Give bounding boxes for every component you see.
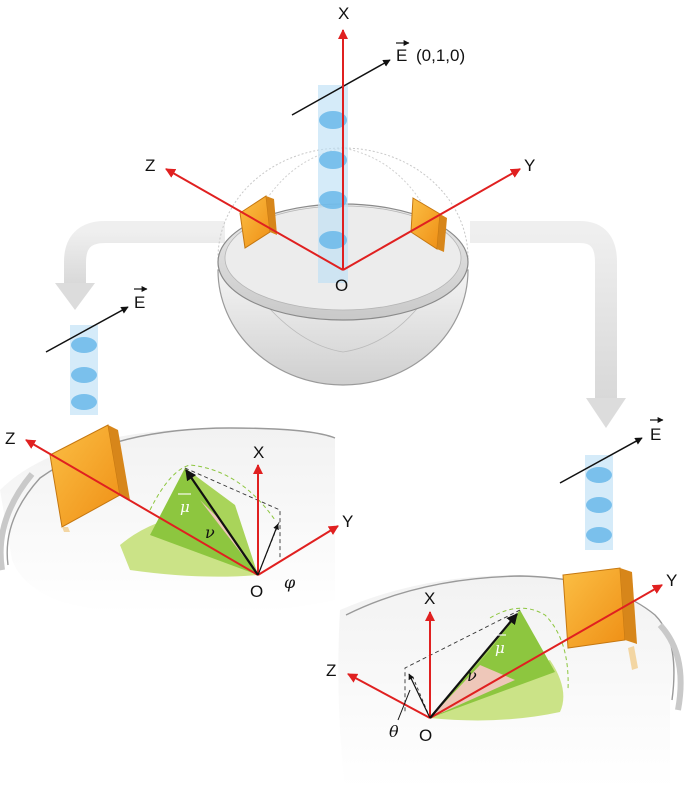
axis-z-right [347,673,431,719]
mu-symbol-left: μ [180,498,190,516]
origin-label-left: O [250,582,263,601]
theta-leader [397,689,411,721]
right-panel: E X Z Y O μ [326,417,684,788]
field-vector-top [291,59,391,116]
axis-x-label-top: X [338,4,349,23]
nu-label-left: ν [205,523,215,542]
plate-edge-left [6,427,336,566]
top-panel: X Z Y O E (0,1,0) [145,4,535,386]
field-vector-right [559,437,643,484]
axis-x-label-left: X [253,443,264,462]
field-label-right: E [650,417,664,444]
nu-angle-left [200,500,258,575]
field-vector-left [45,306,129,353]
mu-label-right: μ [493,634,506,657]
detector-left [239,195,277,249]
axis-z-label-right: Z [326,661,336,680]
nu-label-right: ν [467,666,477,685]
axis-z-left [25,439,259,576]
axis-y-label-left: Y [342,512,353,531]
detector-right-panel [562,567,638,670]
axis-z-label-left: Z [5,429,15,448]
axis-y-right [429,584,663,719]
left-panel: E X Z Y O μ [0,286,353,615]
axis-y-top [342,168,521,271]
mu-symbol-right: μ [495,639,505,657]
field-label-left: E [134,286,148,312]
axis-x-label-right: X [424,589,435,608]
light-wave-right [585,455,613,550]
axis-z-label-top: Z [145,156,155,175]
phi-label-left: φ [284,573,296,592]
field-coords-top: (0,1,0) [416,46,465,65]
origin-label-top: O [335,276,348,295]
transition-arrow-right [470,221,626,428]
field-symbol-right: E [650,425,661,444]
field-symbol-top: E [396,46,407,65]
axis-z-top [165,168,344,271]
field-label-top: E (0,1,0) [396,40,465,65]
projection-vector-right [408,673,431,719]
transition-arrow-left [55,221,225,310]
origin-label-right: O [419,726,432,745]
mu-label-left: μ [178,493,191,516]
projection-vector-left [257,523,279,576]
dipole-vector-right [429,613,518,719]
axis-y-left [257,525,339,576]
field-symbol-left: E [134,293,145,312]
theta-label-right: θ [389,722,399,741]
axis-y-label-right: Y [666,571,677,590]
dipole-vector-left [185,469,259,576]
light-wave-left [70,325,98,415]
axis-y-label-top: Y [524,156,535,175]
